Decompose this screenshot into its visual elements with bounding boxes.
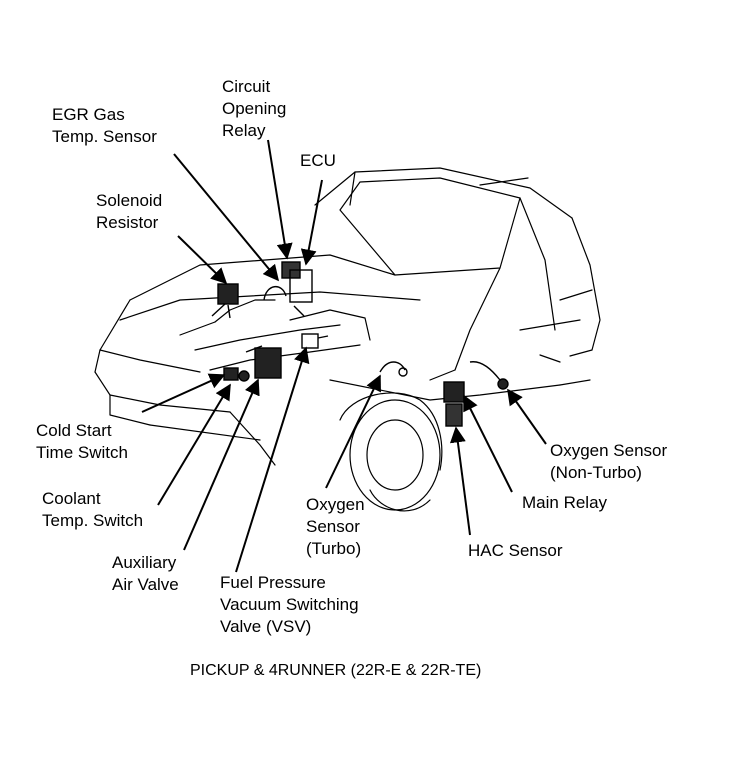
egr-gas-temp-sensor-label: EGR Gas Temp. Sensor <box>52 105 157 146</box>
oxygen-sensor-turbo-label: Oxygen Sensor (Turbo) <box>306 495 365 558</box>
main-relay-part <box>443 381 465 403</box>
leader-coolant <box>157 383 231 506</box>
leader-main-relay <box>463 394 513 493</box>
leader-o2-nonturbo <box>507 388 547 445</box>
leader-lines <box>141 139 547 573</box>
auxiliary-air-valve-label: Auxiliary Air Valve <box>112 553 179 594</box>
leader-aux-air <box>183 378 260 551</box>
leader-hac <box>449 426 471 536</box>
circuit-opening-relay-label: Circuit Opening Relay <box>222 77 287 140</box>
coolant-temp-switch-label: Coolant Temp. Switch <box>42 489 144 530</box>
ecu-label: ECU <box>300 151 336 170</box>
hac-sensor-part <box>445 403 463 427</box>
vsv-part <box>301 333 319 349</box>
cold-start-time-switch-label: Cold Start Time Switch <box>36 421 128 462</box>
coolant-switch-part <box>223 367 239 381</box>
ecu-part <box>289 269 313 303</box>
diagram-caption: PICKUP & 4RUNNER (22R-E & 22R-TE) <box>190 662 482 679</box>
leader-cold-start <box>141 373 226 413</box>
oxygen-sensor-non-turbo-label: Oxygen Sensor (Non-Turbo) <box>550 441 668 482</box>
truck-body <box>94 167 601 512</box>
solenoid-resistor-label: Solenoid Resistor <box>96 191 163 232</box>
leader-o2-turbo <box>325 374 381 489</box>
engine-components <box>211 261 509 427</box>
hac-sensor-label: HAC Sensor <box>468 541 563 560</box>
solenoid-resistor-part <box>217 283 239 305</box>
leader-ecu <box>300 179 323 266</box>
fuel-pressure-vsv-label: Fuel Pressure Vacuum Switching Valve (VS… <box>220 573 359 636</box>
leader-solenoid <box>177 235 228 285</box>
main-relay-label: Main Relay <box>522 493 608 512</box>
leader-vsv <box>235 346 310 573</box>
leader-circuit-relay <box>267 139 293 260</box>
aux-air-valve-part <box>254 347 282 379</box>
leader-egr <box>173 153 280 282</box>
